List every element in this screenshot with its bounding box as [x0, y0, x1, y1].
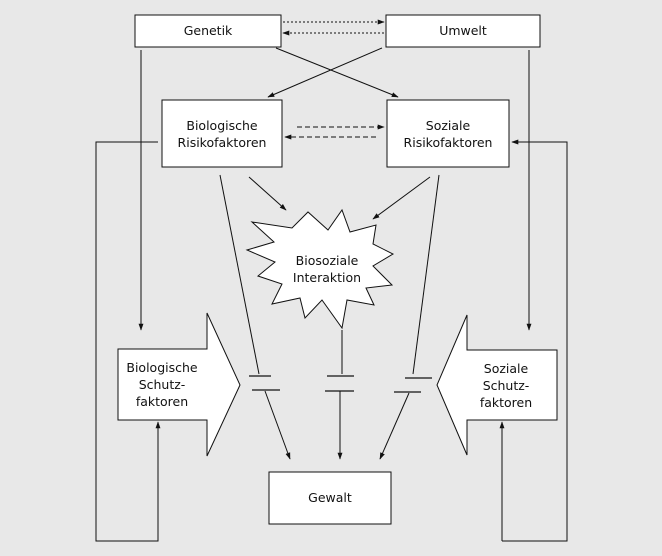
biologische-schutzfaktoren-arrow [117, 312, 241, 457]
bio-risiko-to-burst-arrow [248, 176, 287, 211]
biologische-schutzfaktoren-line3: faktoren [136, 394, 188, 409]
soziale-schutzfaktoren-arrow [436, 314, 558, 456]
genetik-to-soziale-risiko-arrow [275, 47, 399, 98]
feedback-loop-right-arrow [502, 139, 568, 542]
umwelt-box [385, 14, 541, 48]
biosoziale-interaktion-line1: Biosoziale [296, 253, 359, 268]
soziale-schutzfaktoren-line2: Schutz- [483, 378, 530, 393]
bio-risiko-to-inhibitor-line [219, 174, 260, 375]
umwelt-label: Umwelt [439, 23, 487, 38]
biologische-risikofaktoren-box [161, 99, 283, 168]
biologische-risikofaktoren-line2: Risikofaktoren [178, 135, 267, 150]
biologische-schutzfaktoren-line2: Schutz- [139, 377, 186, 392]
biosoziale-interaktion-line2: Interaktion [293, 270, 361, 285]
biosoziale-interaktion-burst [245, 208, 395, 330]
feedback-loop-left-arrow [95, 141, 161, 542]
soziale-risikofaktoren-line1: Soziale [426, 118, 471, 133]
gewalt-label: Gewalt [308, 490, 352, 505]
umwelt-to-biologische-risiko-arrow [267, 47, 383, 98]
soziale-risikofaktoren-line2: Risikofaktoren [404, 135, 493, 150]
soz-risiko-to-burst-arrow [372, 176, 431, 220]
genetik-box [134, 14, 282, 48]
soz-risiko-to-inhibitor-line [412, 174, 440, 375]
genetik-label: Genetik [184, 23, 233, 38]
soziale-risikofaktoren-box [386, 99, 510, 168]
soziale-schutzfaktoren-line1: Soziale [484, 361, 529, 376]
gewalt-box [268, 471, 392, 525]
inhibitor-left-to-gewalt-arrow [264, 390, 291, 460]
inhibitor-right-to-gewalt-arrow [379, 392, 410, 460]
soziale-schutzfaktoren-line3: faktoren [480, 395, 532, 410]
biologische-schutzfaktoren-line1: Biologische [126, 360, 198, 375]
biologische-risikofaktoren-line1: Biologische [186, 118, 258, 133]
